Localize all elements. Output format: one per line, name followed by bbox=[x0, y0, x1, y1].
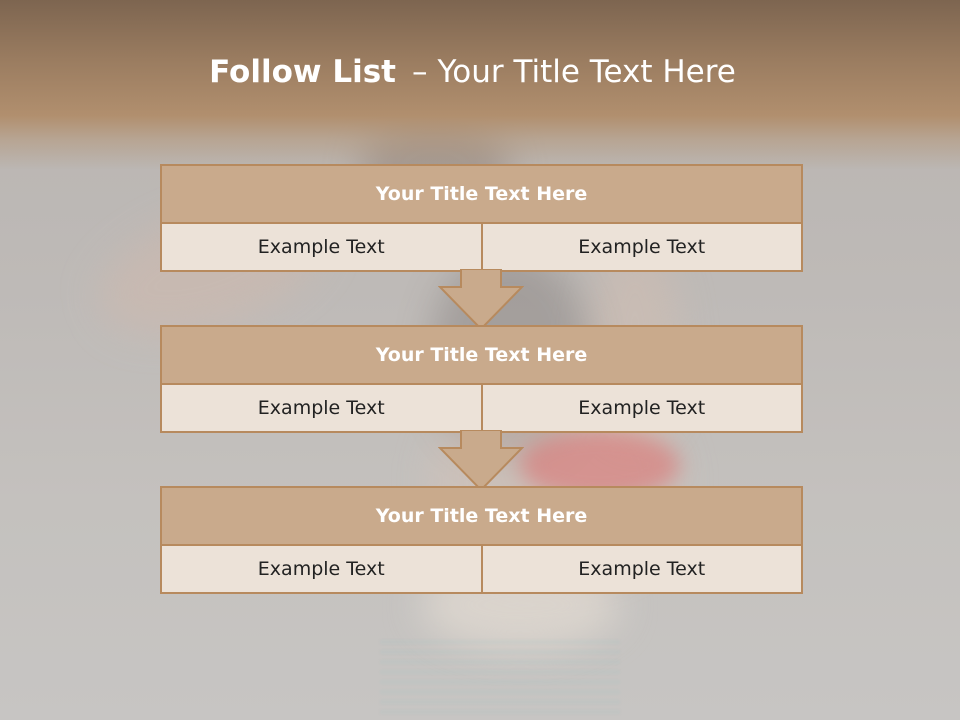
box-cell-right: Example Text bbox=[480, 385, 802, 431]
title-bold: Follow List bbox=[209, 54, 396, 90]
down-arrow-icon bbox=[438, 269, 524, 331]
list-box-2: Your Title Text Here Example Text Exampl… bbox=[160, 325, 803, 433]
title-rest: Your Title Text Here bbox=[437, 54, 736, 90]
header-band bbox=[0, 0, 960, 170]
box-heading: Your Title Text Here bbox=[162, 488, 801, 546]
water-reflection bbox=[380, 640, 620, 720]
box-row: Example Text Example Text bbox=[162, 385, 801, 431]
list-box-3: Your Title Text Here Example Text Exampl… bbox=[160, 486, 803, 594]
down-arrow-icon bbox=[438, 430, 524, 492]
box-cell-right: Example Text bbox=[480, 224, 802, 270]
box-heading: Your Title Text Here bbox=[162, 327, 801, 385]
box-cell-right: Example Text bbox=[480, 546, 802, 592]
box-row: Example Text Example Text bbox=[162, 224, 801, 270]
box-cell-left: Example Text bbox=[257, 397, 385, 419]
slide-title: Follow List–Your Title Text Here bbox=[0, 54, 945, 90]
box-heading: Your Title Text Here bbox=[162, 166, 801, 224]
box-cell-left: Example Text bbox=[257, 558, 385, 580]
box-cell-left: Example Text bbox=[257, 236, 385, 258]
title-dash: – bbox=[411, 54, 428, 90]
box-row: Example Text Example Text bbox=[162, 546, 801, 592]
list-box-1: Your Title Text Here Example Text Exampl… bbox=[160, 164, 803, 272]
